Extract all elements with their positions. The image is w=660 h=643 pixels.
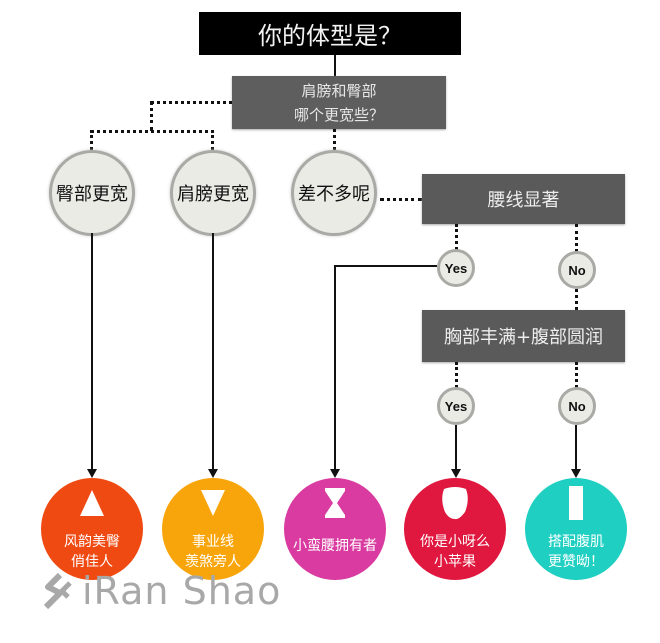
dotted-connector xyxy=(91,130,214,133)
question-line-1: 肩膀和臀部 xyxy=(301,81,377,100)
yes-label: Yes xyxy=(444,398,468,414)
dotted-connector xyxy=(380,198,422,201)
no-label: No xyxy=(568,262,586,278)
option-shoulders-wider: 肩膀更宽 xyxy=(170,150,256,236)
chest-question-text: 胸部丰满+腹部圆润 xyxy=(443,327,604,348)
result-text: 你是小呀么 xyxy=(420,534,490,550)
result-inverted-triangle: 事业线 羡煞旁人 xyxy=(162,478,264,580)
waist-no-node: No xyxy=(558,251,596,289)
dotted-connector xyxy=(575,289,578,310)
triangle-down-icon xyxy=(200,488,226,518)
watermark-logo-icon xyxy=(43,572,72,610)
result-apple: 你是小呀么 小苹果 xyxy=(404,478,506,580)
connector-line xyxy=(455,425,457,469)
no-label: No xyxy=(568,398,586,414)
connector-line xyxy=(334,55,336,76)
result-text: 俏佳人 xyxy=(71,554,113,570)
arrow-down-icon xyxy=(87,469,97,478)
triangle-up-icon xyxy=(79,488,105,518)
result-rectangle: 搭配腹肌 更赞呦！ xyxy=(525,478,627,580)
result-text: 风韵美臀 xyxy=(64,534,120,550)
result-text: 更赞呦！ xyxy=(548,554,604,570)
option-hips-wider: 臀部更宽 xyxy=(49,150,135,236)
chest-question-box: 胸部丰满+腹部圆润 xyxy=(422,310,625,362)
waist-yes-node: Yes xyxy=(437,249,475,287)
connector-line xyxy=(91,233,93,469)
arrow-down-icon xyxy=(208,469,218,478)
connector-line xyxy=(575,425,577,469)
connector-line xyxy=(334,265,336,469)
result-text: 搭配腹肌 xyxy=(548,534,604,550)
dotted-connector xyxy=(455,224,458,250)
chest-yes-node: Yes xyxy=(437,387,475,425)
dotted-connector xyxy=(90,130,93,150)
option-label: 肩膀更宽 xyxy=(177,184,249,205)
question-box: 肩膀和臀部 哪个更宽些？ xyxy=(232,76,446,129)
dotted-connector xyxy=(150,101,153,131)
connector-line xyxy=(212,233,214,469)
option-label: 臀部更宽 xyxy=(56,184,128,205)
arrow-down-icon xyxy=(451,469,461,478)
option-label: 差不多呢 xyxy=(298,184,370,205)
rectangle-icon xyxy=(569,486,583,520)
result-pear: 风韵美臀 俏佳人 xyxy=(41,478,143,580)
hourglass-icon xyxy=(324,488,346,518)
yes-label: Yes xyxy=(444,260,468,276)
arrow-down-icon xyxy=(571,469,581,478)
arrow-down-icon xyxy=(330,469,340,478)
waist-question-text: 腰线显著 xyxy=(487,190,560,211)
title-text: 你的体型是？ xyxy=(258,22,402,50)
title-box: 你的体型是？ xyxy=(199,12,461,55)
watermark-text: iRan Shao xyxy=(82,569,282,613)
dotted-connector xyxy=(455,362,458,388)
chest-no-node: No xyxy=(558,387,596,425)
result-text: 羡煞旁人 xyxy=(185,554,241,570)
dotted-connector xyxy=(575,224,578,252)
result-text: 事业线 xyxy=(192,534,234,550)
waist-question-box: 腰线显著 xyxy=(422,174,625,224)
result-hourglass: 小蛮腰拥有者 xyxy=(284,478,386,580)
apple-icon xyxy=(440,487,470,520)
dotted-connector xyxy=(151,101,232,104)
result-text: 小蛮腰拥有者 xyxy=(293,538,377,554)
question-line-2: 哪个更宽些？ xyxy=(293,105,384,124)
option-about-same: 差不多呢 xyxy=(291,150,377,236)
result-text: 小苹果 xyxy=(434,554,476,570)
connector-line xyxy=(334,265,437,267)
watermark: iRan Shao xyxy=(38,569,281,613)
dotted-connector xyxy=(333,129,336,150)
dotted-connector xyxy=(211,130,214,150)
dotted-connector xyxy=(575,362,578,388)
